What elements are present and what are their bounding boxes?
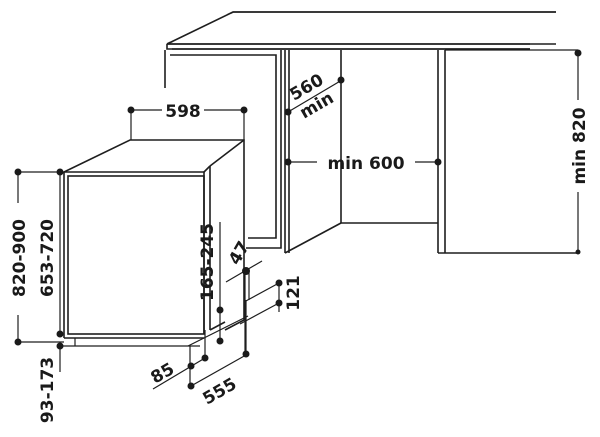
dimension-foot-height: 121	[239, 275, 304, 325]
plinth-feet	[60, 315, 249, 347]
dimension-foot-setback: 85	[148, 330, 209, 390]
label-plinth-height: 93-173	[38, 357, 58, 423]
dishwasher-body	[63, 139, 245, 339]
dimension-depth-560: 560 min	[284, 70, 345, 123]
label-width: 598	[165, 102, 201, 122]
niche-back-wall	[340, 50, 438, 224]
dimension-niche-width: min 600	[284, 154, 442, 174]
label-body-height: 653-720	[38, 219, 58, 297]
label-total-height: 820-900	[10, 219, 30, 297]
label-door-offset: 47	[225, 238, 254, 269]
label-door-panel: 165-245	[198, 223, 218, 301]
dimension-total-height: 820-900	[10, 168, 64, 346]
label-foot-height: 121	[284, 275, 304, 311]
dimension-door-panel: 165-245	[198, 222, 224, 345]
label-niche-width: min 600	[327, 154, 404, 174]
dimension-appliance-depth: 555	[187, 300, 250, 409]
left-cabinet-side	[164, 50, 342, 254]
label-appliance-depth: 555	[200, 374, 241, 409]
right-cabinet	[437, 50, 578, 254]
dimension-niche-height: min 820	[445, 49, 590, 255]
label-foot-setback: 85	[148, 359, 179, 388]
dimension-body-height: 653-720	[38, 168, 64, 338]
label-niche-height: min 820	[570, 107, 590, 184]
dimension-width-598: 598	[127, 102, 248, 140]
dimension-plinth-height: 93-173	[38, 342, 64, 423]
countertop	[166, 11, 556, 50]
